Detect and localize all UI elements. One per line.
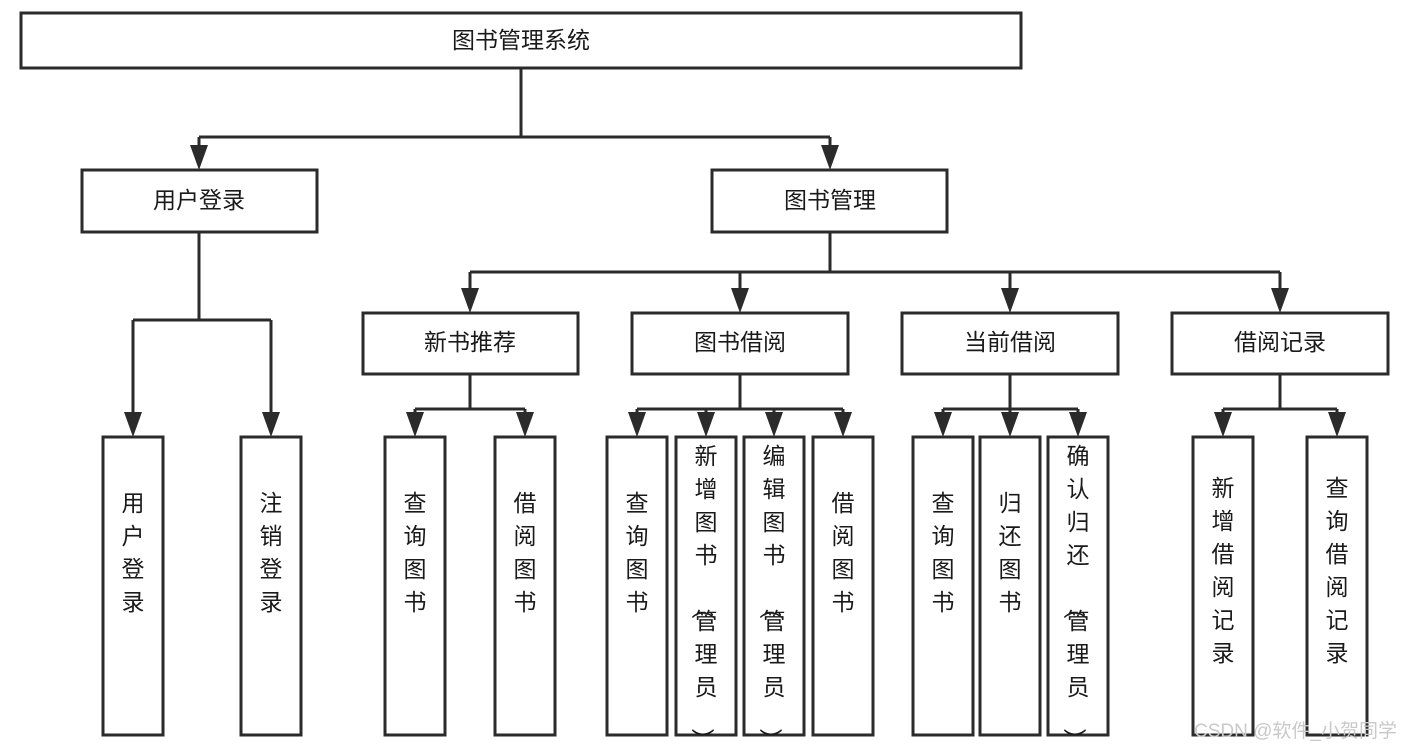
node-leaf-13[interactable]: 查询借阅记录 [1305, 435, 1369, 737]
node-leaf-3-box[interactable] [383, 435, 447, 737]
node-leaf-8-box[interactable] [811, 435, 875, 737]
node-borrow-record-box[interactable] [1170, 311, 1390, 376]
node-leaf-11[interactable]: 确认归还（管理员） [1046, 435, 1110, 747]
node-leaf-9-box[interactable] [911, 435, 975, 737]
arrowhead-leaf-7 [765, 412, 783, 437]
node-leaf-5-box[interactable] [605, 435, 669, 737]
arrowhead-leaf-9 [934, 412, 952, 437]
arrowhead-leaf-10 [1001, 412, 1019, 437]
node-leaf-11-box[interactable] [1046, 435, 1110, 737]
arrowhead-book-mgmt [821, 145, 839, 170]
node-leaf-1[interactable]: 用户登录 [101, 435, 165, 737]
node-current-borrow-box[interactable] [900, 311, 1120, 376]
arrowhead-book-borrow [731, 288, 749, 313]
arrowhead-new-book-rec [461, 288, 479, 313]
node-leaf-12[interactable]: 新增借阅记录 [1191, 435, 1255, 737]
node-leaf-13-label: 查询借阅记录 [1326, 475, 1349, 666]
node-leaf-10[interactable]: 归还图书 [978, 435, 1042, 737]
arrowhead-borrow-record [1271, 288, 1289, 313]
node-leaf-8-label: 借阅图书 [832, 490, 855, 615]
node-leaf-7-box[interactable] [742, 435, 806, 737]
node-leaf-6-box[interactable] [674, 435, 738, 737]
arrowhead-leaf-8 [834, 412, 852, 437]
arrowhead-leaf-13 [1328, 412, 1346, 437]
node-leaf-3-label: 查询图书 [404, 490, 427, 615]
arrowhead-leaf-4 [516, 412, 534, 437]
node-user-login[interactable]: 用户登录 [80, 168, 319, 234]
arrowhead-leaf-6 [697, 412, 715, 437]
arrowhead-leaf-3 [406, 412, 424, 437]
arrowhead-user-login [190, 145, 208, 170]
arrowhead-leaf-5 [628, 412, 646, 437]
connector-group [124, 68, 1346, 437]
node-leaf-1-label: 用户登录 [122, 490, 145, 615]
node-borrow-record-label: 借阅记录 [1234, 329, 1326, 355]
arrowhead-leaf-2 [262, 412, 280, 437]
node-leaf-5[interactable]: 查询图书 [605, 435, 669, 737]
arrowhead-leaf-12 [1214, 412, 1232, 437]
node-root-label: 图书管理系统 [452, 27, 590, 53]
node-leaf-2[interactable]: 注销登录 [239, 435, 303, 737]
node-borrow-record[interactable]: 借阅记录 [1170, 311, 1390, 376]
node-leaf-7-label: 编辑图书（管理员） [758, 443, 786, 747]
node-leaf-2-label: 注销登录 [260, 490, 283, 615]
node-leaf-7[interactable]: 编辑图书（管理员） [742, 435, 806, 747]
node-leaf-10-label: 归还图书 [999, 490, 1022, 615]
arrowhead-leaf-11 [1069, 412, 1087, 437]
node-new-book-rec[interactable]: 新书推荐 [361, 311, 580, 376]
node-leaf-6[interactable]: 新增图书（管理员） [674, 435, 738, 747]
node-leaf-5-label: 查询图书 [626, 490, 649, 615]
node-leaf-4-box[interactable] [493, 435, 557, 737]
node-leaf-2-box[interactable] [239, 435, 303, 737]
node-leaf-6-label: 新增图书（管理员） [690, 443, 718, 747]
node-leaf-8[interactable]: 借阅图书 [811, 435, 875, 737]
arrowhead-current-borrow [1001, 288, 1019, 313]
node-book-mgmt-label: 图书管理 [784, 187, 876, 213]
node-book-borrow[interactable]: 图书借阅 [630, 311, 850, 376]
node-user-login-box[interactable] [80, 168, 319, 234]
node-new-book-rec-label: 新书推荐 [424, 329, 516, 355]
node-book-borrow-label: 图书借阅 [694, 329, 786, 355]
arrowhead-leaf-1 [124, 412, 142, 437]
node-book-mgmt-box[interactable] [710, 168, 949, 234]
node-leaf-12-label: 新增借阅记录 [1212, 475, 1235, 666]
node-book-mgmt[interactable]: 图书管理 [710, 168, 949, 234]
node-root[interactable]: 图书管理系统 [19, 11, 1023, 70]
csdn-watermark: CSDN @软件_小贺同学 [1194, 721, 1397, 742]
node-leaf-4[interactable]: 借阅图书 [493, 435, 557, 737]
node-new-book-rec-box[interactable] [361, 311, 580, 376]
node-leaf-9-label: 查询图书 [932, 490, 955, 615]
node-book-borrow-box[interactable] [630, 311, 850, 376]
node-leaf-3[interactable]: 查询图书 [383, 435, 447, 737]
node-root-box[interactable] [19, 11, 1023, 70]
node-leaf-10-box[interactable] [978, 435, 1042, 737]
node-leaf-12-box[interactable] [1191, 435, 1255, 737]
node-current-borrow-label: 当前借阅 [964, 329, 1056, 355]
node-leaf-13-box[interactable] [1305, 435, 1369, 737]
node-leaf-1-box[interactable] [101, 435, 165, 737]
node-leaf-9[interactable]: 查询图书 [911, 435, 975, 737]
node-leaf-4-label: 借阅图书 [514, 490, 537, 615]
node-user-login-label: 用户登录 [153, 187, 245, 213]
node-leaf-11-label: 确认归还（管理员） [1062, 443, 1090, 747]
node-current-borrow[interactable]: 当前借阅 [900, 311, 1120, 376]
